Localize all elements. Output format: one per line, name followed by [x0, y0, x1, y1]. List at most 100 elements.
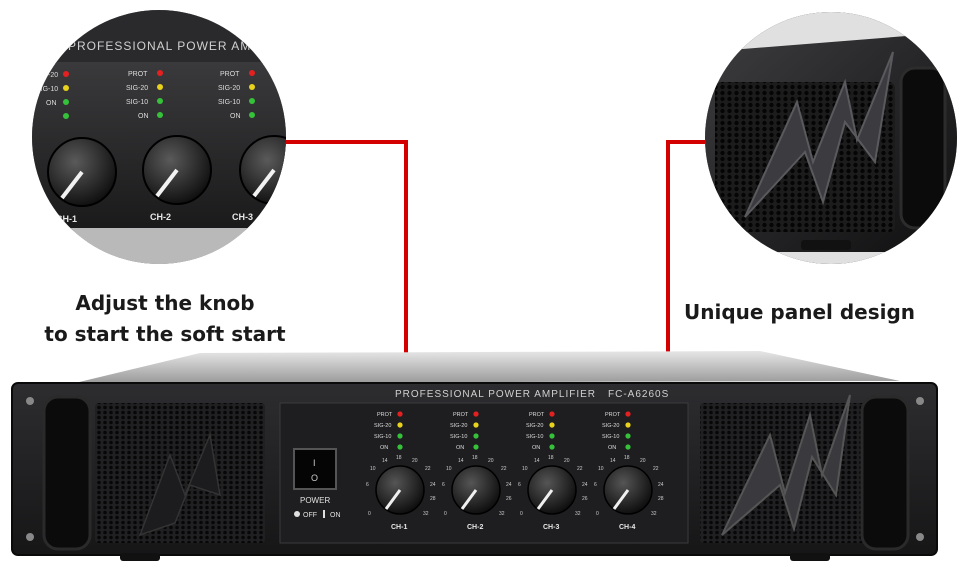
- zoom-knob-ch2[interactable]: [142, 135, 212, 205]
- caption-left-line2: to start the soft start: [44, 322, 286, 346]
- caption-soft-start: Adjust the knob to start the soft start: [30, 288, 300, 350]
- scale-tick: 24: [582, 482, 588, 488]
- scale-tick: 14: [458, 458, 464, 464]
- sig10-led: [397, 433, 403, 439]
- zoom-led-prot: [63, 71, 69, 77]
- sig20-led: [625, 422, 631, 428]
- prot-led: [549, 411, 555, 417]
- led-label: SIG-10: [374, 434, 391, 440]
- scale-tick: 18: [548, 455, 554, 461]
- zoom-panel-graphic: [705, 12, 957, 264]
- power-switch[interactable]: [293, 448, 337, 490]
- scale-tick: 0: [596, 511, 599, 517]
- channel-label: CH-1: [391, 524, 407, 531]
- scale-tick: 28: [430, 496, 436, 502]
- zoom-control-panel: PROFESSIONAL POWER AMP SIG-20 SIG-10 ON …: [32, 10, 286, 264]
- led-label: SIG-20: [374, 423, 391, 429]
- scale-tick: 22: [425, 466, 431, 472]
- scale-tick: 22: [501, 466, 507, 472]
- scale-tick: 28: [658, 496, 664, 502]
- left-grille: [95, 403, 265, 543]
- channel-1: PROT SIG-20 SIG-10 ON 10 14 18 20 22 24 …: [366, 411, 436, 531]
- zoom-ch2-label: CH-2: [150, 212, 171, 222]
- scale-tick: 10: [522, 466, 528, 472]
- right-rack-handle: [860, 395, 910, 551]
- scale-tick: 6: [366, 482, 369, 488]
- scale-tick: 18: [624, 455, 630, 461]
- led-label: ON: [532, 445, 540, 451]
- zoom-led-label: SIG-20: [36, 72, 58, 79]
- lightning-emblem: [744, 51, 894, 218]
- foot: [790, 553, 830, 561]
- led-label: PROT: [529, 412, 545, 418]
- zoom-led-label: SIG-10: [218, 99, 240, 106]
- scale-tick: 26: [582, 496, 588, 502]
- zoom-led-label: ON: [230, 113, 241, 120]
- callout-line-left-h: [286, 140, 408, 144]
- zoom-ch3-label: CH-3: [232, 212, 253, 222]
- power-switch-mark: I: [313, 458, 316, 468]
- sig20-led: [549, 422, 555, 428]
- rack-screw-hole: [26, 533, 34, 541]
- led-label: SIG-20: [450, 423, 467, 429]
- led-label: PROT: [605, 412, 621, 418]
- zoom-led-label: PROT: [128, 71, 148, 78]
- sig10-led: [473, 433, 479, 439]
- zoom-led-on: [157, 112, 163, 118]
- scale-tick: 24: [430, 482, 436, 488]
- led-label: SIG-10: [602, 434, 619, 440]
- rack-screw-hole: [26, 397, 34, 405]
- channel-4: PROT SIG-20 SIG-10 ON 10 14 18 20 22 24 …: [594, 411, 664, 531]
- channel-2: PROT SIG-20 SIG-10 ON 10 14 18 20 22 24 …: [442, 411, 512, 531]
- scale-tick: 32: [423, 511, 429, 517]
- scale-tick: 20: [564, 458, 570, 464]
- scale-tick: 32: [499, 511, 505, 517]
- prot-led: [625, 411, 631, 417]
- on-indicator-icon: [323, 510, 325, 518]
- sig10-led: [549, 433, 555, 439]
- scale-tick: 22: [577, 466, 583, 472]
- rack-screw-hole: [916, 397, 924, 405]
- zoom-led-sig10: [63, 99, 69, 105]
- callout-line-right-h: [666, 140, 708, 144]
- left-lightning-emblem: [138, 432, 221, 537]
- zoom-led-sig10: [249, 98, 255, 104]
- led-label: PROT: [377, 412, 393, 418]
- off-label: OFF: [303, 512, 317, 519]
- zoom-led-prot: [157, 70, 163, 76]
- scale-tick: 18: [472, 455, 478, 461]
- power-switch-mark: O: [311, 473, 318, 483]
- zoom-led-label: PROT: [220, 71, 240, 78]
- channel-3: PROT SIG-20 SIG-10 ON 10 14 18 20 22 24 …: [518, 411, 588, 531]
- knob-pointer: [536, 489, 554, 510]
- scale-tick: 0: [444, 511, 447, 517]
- zoom-led-label: ON: [138, 113, 149, 120]
- zoom-led-label: SIG-20: [218, 85, 240, 92]
- knob-pointer: [384, 489, 402, 510]
- scale-tick: 10: [370, 466, 376, 472]
- foot: [120, 553, 160, 561]
- on-led: [625, 444, 631, 450]
- zoom-control-panel-graphic: PROFESSIONAL POWER AMP SIG-20 SIG-10 ON …: [32, 10, 286, 264]
- zoom-led-on: [63, 113, 69, 119]
- scale-tick: 24: [506, 482, 512, 488]
- on-led: [473, 444, 479, 450]
- scale-tick: 6: [594, 482, 597, 488]
- scale-tick: 18: [396, 455, 402, 461]
- zoom-led-sig10: [157, 98, 163, 104]
- led-label: SIG-10: [526, 434, 543, 440]
- zoom-panel-design: [705, 12, 957, 264]
- scale-tick: 22: [653, 466, 659, 472]
- scale-tick: 14: [610, 458, 616, 464]
- led-label: ON: [608, 445, 616, 451]
- channel-label: CH-4: [619, 524, 635, 531]
- left-rack-handle: [42, 395, 92, 551]
- scale-tick: 14: [534, 458, 540, 464]
- zoom-knob-ch1[interactable]: [47, 137, 117, 207]
- zoom-rack-handle: [899, 66, 947, 230]
- scale-tick: 32: [651, 511, 657, 517]
- zoom-led-label: SIG-10: [36, 86, 58, 93]
- callout-line-left-v: [404, 140, 408, 354]
- scale-tick: 20: [488, 458, 494, 464]
- prot-led: [397, 411, 403, 417]
